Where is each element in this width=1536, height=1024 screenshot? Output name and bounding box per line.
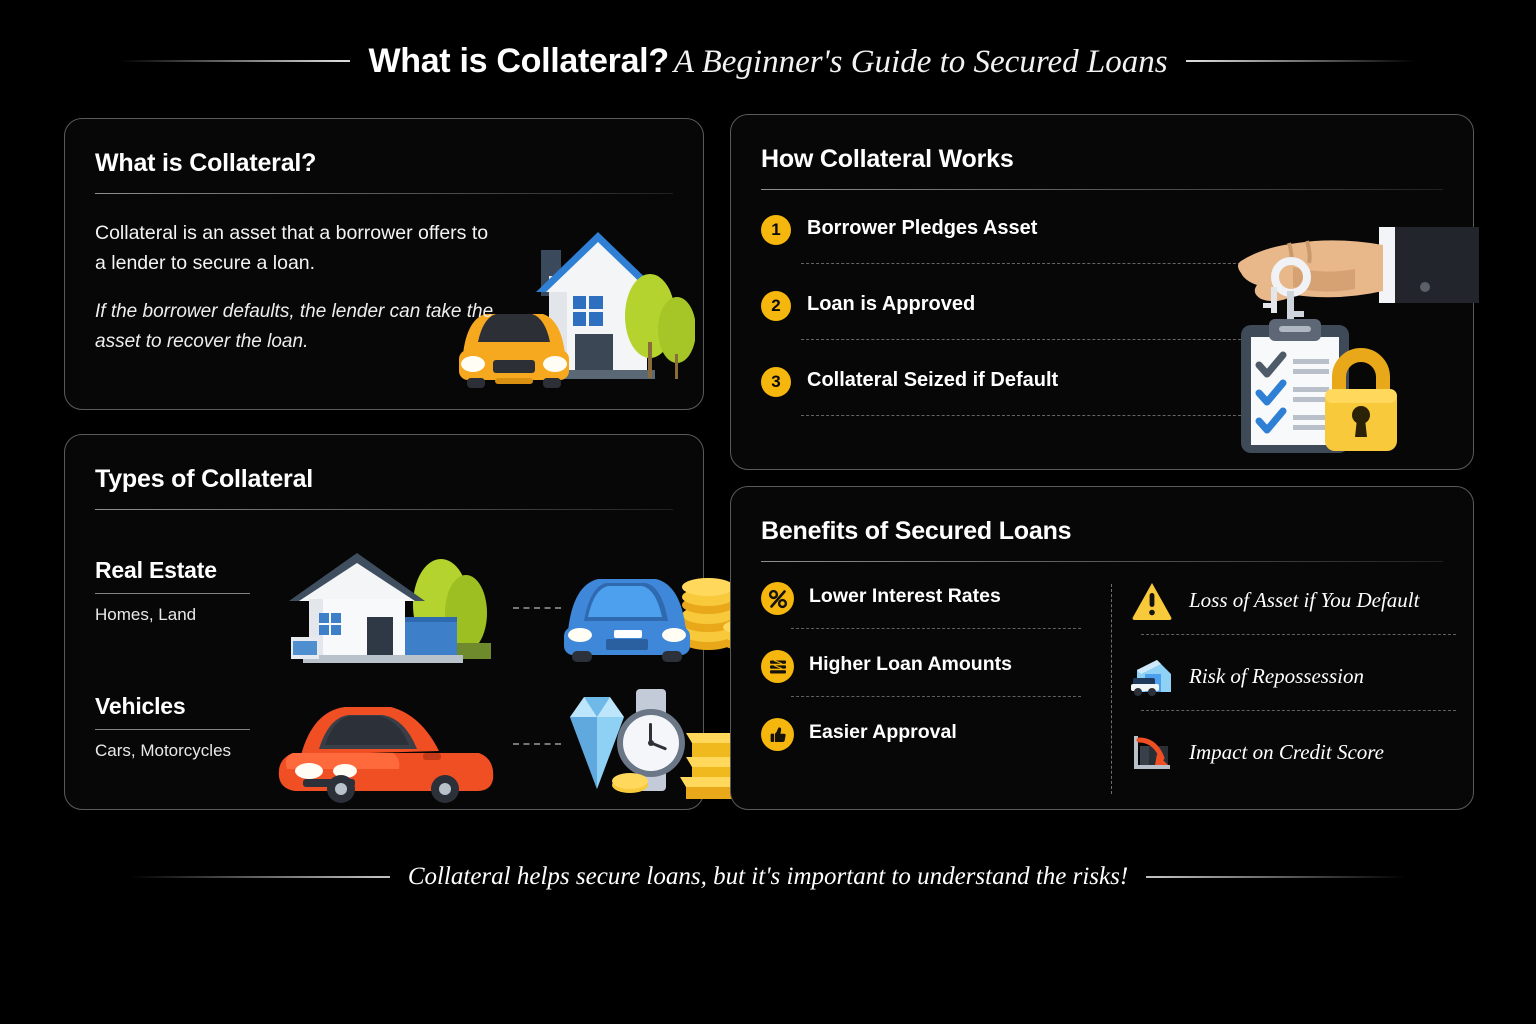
house-illustration: [289, 553, 491, 663]
card-types-heading: Types of Collateral: [95, 465, 314, 493]
percent-icon: [761, 582, 794, 615]
step-rule: [801, 263, 1256, 264]
card-benefits-of-secured-loans: Benefits of Secured Loans Lower Interest…: [730, 486, 1474, 810]
benefit-item: Easier Approval: [761, 718, 1101, 786]
benefit-label: Higher Loan Amounts: [809, 653, 1012, 675]
benefit-rule: [791, 628, 1081, 629]
risk-item: Loss of Asset if You Default: [1131, 582, 1461, 658]
card-what-heading: What is Collateral?: [95, 149, 317, 177]
blue-car-with-coins-illustration: [564, 573, 763, 662]
risk-item: Impact on Credit Score: [1131, 734, 1461, 810]
card-benefits-heading-rule: [761, 561, 1443, 562]
type-row: Real Estate Homes, Land: [95, 553, 763, 677]
benefit-label: Lower Interest Rates: [809, 585, 1001, 607]
footer-text: Collateral helps secure loans, but it's …: [407, 863, 1129, 890]
benefit-rule: [791, 696, 1081, 697]
page-footer: Collateral helps secure loans, but it's …: [0, 852, 1536, 902]
house-and-car-illustration: [459, 232, 695, 388]
step-number-badge: 1: [761, 215, 791, 245]
page-title: What is Collateral? A Beginner's Guide t…: [368, 42, 1167, 81]
type-title-rule: [95, 593, 250, 594]
benefits-column-divider: [1111, 584, 1112, 794]
type-connector-dash: [513, 607, 561, 609]
warning-triangle-icon: [1132, 583, 1172, 620]
step-rule: [801, 415, 1256, 416]
thumbs-up-icon: [761, 718, 794, 751]
type-label-group: Vehicles Cars, Motorcycles: [95, 693, 255, 761]
hand-keys-clipboard-padlock-illustration: [1238, 227, 1479, 453]
type-row: Vehicles Cars, Motorcycles: [95, 689, 754, 813]
risk-label: Impact on Credit Score: [1189, 740, 1384, 764]
page-header: What is Collateral? A Beginner's Guide t…: [0, 30, 1536, 92]
step-number-badge: 2: [761, 291, 791, 321]
footer-rule-right: [1146, 876, 1407, 878]
card-types-of-collateral: Types of Collateral Real Estate Homes, L…: [64, 434, 763, 813]
red-car-illustration: [278, 707, 494, 803]
benefit-label: Easier Approval: [809, 721, 957, 743]
step-label: Borrower Pledges Asset: [807, 217, 1038, 239]
how-step: 3 Collateral Seized if Default: [761, 367, 1261, 443]
step-rule: [801, 339, 1256, 340]
page-title-subtitle: A Beginner's Guide to Secured Loans: [673, 43, 1168, 80]
repossession-truck-icon: [1131, 660, 1171, 696]
how-steps-list: 1 Borrower Pledges Asset 2 Loan is Appro…: [761, 215, 1261, 443]
how-step: 2 Loan is Approved: [761, 291, 1261, 367]
step-label: Loan is Approved: [807, 293, 976, 315]
type-label-group: Real Estate Homes, Land: [95, 557, 255, 625]
type-subtitle: Cars, Motorcycles: [95, 741, 232, 760]
card-how-heading-rule: [761, 189, 1443, 190]
card-types-heading-rule: [95, 509, 673, 510]
risks-list: Loss of Asset if You Default Risk of Rep…: [1131, 582, 1461, 810]
step-label: Collateral Seized if Default: [807, 369, 1059, 391]
header-rule-left: [120, 60, 351, 62]
card-what-is-collateral: What is Collateral? Collateral is an ass…: [64, 118, 704, 410]
type-subtitle: Homes, Land: [95, 605, 197, 624]
footer-rule-left: [129, 876, 390, 878]
benefits-columns: Lower Interest Rates Higher Loan Amounts: [731, 582, 1475, 797]
card-what-heading-rule: [95, 193, 673, 194]
benefit-item: Higher Loan Amounts: [761, 650, 1101, 718]
card-how-heading: How Collateral Works: [761, 145, 1014, 173]
risk-label: Loss of Asset if You Default: [1189, 588, 1420, 612]
how-step: 1 Borrower Pledges Asset: [761, 215, 1261, 291]
card-benefits-heading: Benefits of Secured Loans: [761, 517, 1072, 545]
card-what-body: Collateral is an asset that a borrower o…: [65, 194, 495, 356]
page-title-main: What is Collateral?: [368, 41, 669, 80]
card-how-collateral-works: How Collateral Works 1 Borrower Pledges …: [730, 114, 1479, 470]
diamond-watch-gold-illustration: [570, 689, 754, 799]
type-title: Vehicles: [95, 693, 186, 719]
risk-rule: [1141, 634, 1456, 635]
step-number-badge: 3: [761, 367, 791, 397]
type-connector-dash: [513, 743, 561, 745]
risk-label: Risk of Repossession: [1189, 664, 1364, 688]
benefits-list: Lower Interest Rates Higher Loan Amounts: [761, 582, 1101, 786]
declining-chart-icon: [1134, 736, 1170, 769]
what-paragraph-2: If the borrower defaults, the lender can…: [95, 301, 494, 352]
type-title: Real Estate: [95, 557, 217, 583]
what-paragraph-1: Collateral is an asset that a borrower o…: [95, 222, 489, 275]
type-title-rule: [95, 729, 250, 730]
risk-item: Risk of Repossession: [1131, 658, 1461, 734]
header-rule-right: [1185, 60, 1416, 62]
benefit-item: Lower Interest Rates: [761, 582, 1101, 650]
money-stack-icon: [761, 650, 794, 683]
risk-rule: [1141, 710, 1456, 711]
